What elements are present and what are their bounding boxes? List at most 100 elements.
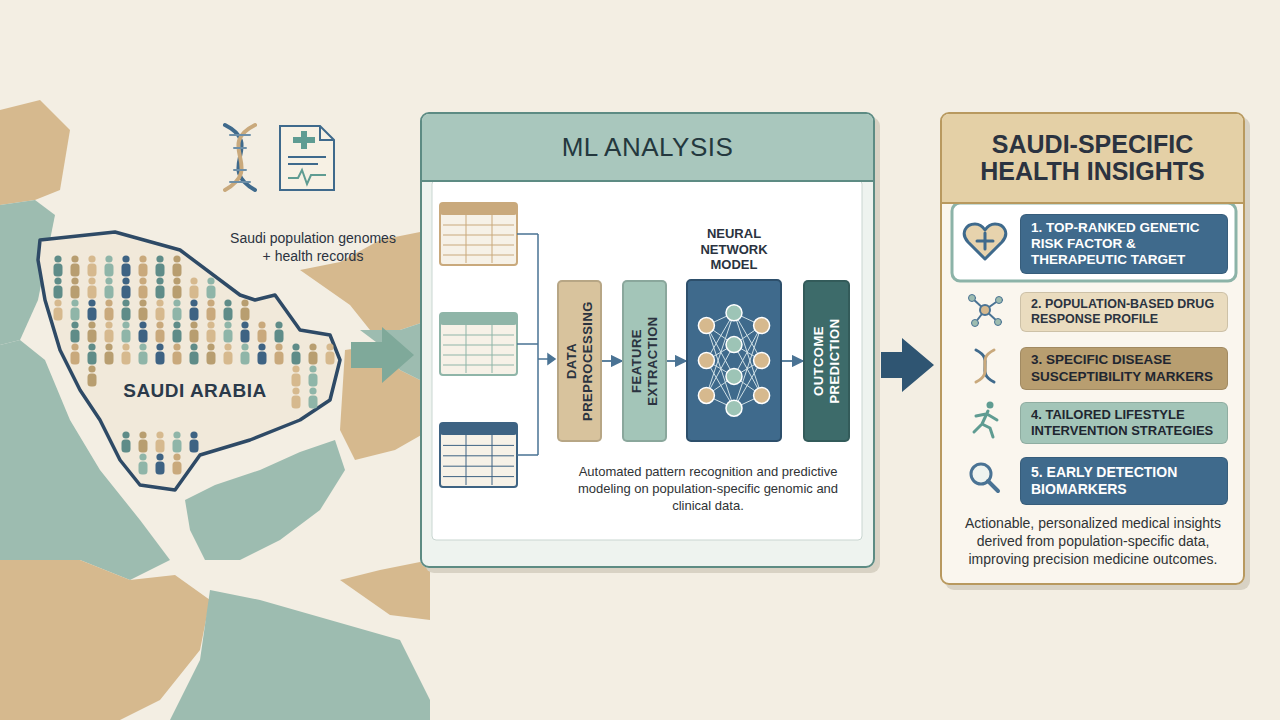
panel-background <box>420 112 875 568</box>
table-header <box>440 313 517 325</box>
person-icon <box>139 453 146 460</box>
map-land <box>185 440 345 560</box>
person-icon <box>190 330 199 343</box>
insight-icons <box>977 233 993 249</box>
insight-item: 2. POPULATION-BASED DRUG RESPONSE PROFIL… <box>1020 292 1228 332</box>
person-icon <box>309 365 316 372</box>
person-icon <box>292 396 301 409</box>
person-icon <box>54 286 63 299</box>
person-icon <box>241 330 250 343</box>
person-icon <box>122 321 129 328</box>
person-icon <box>224 343 231 350</box>
person-icon <box>190 286 199 299</box>
person-icon <box>292 343 299 350</box>
person-icon <box>54 264 63 277</box>
panel-background <box>425 117 880 573</box>
map-region: SAUDI ARABIA <box>30 228 345 500</box>
person-icon <box>173 431 180 438</box>
insights-panel: SAUDI-SPECIFIC HEALTH INSIGHTSActionable… <box>940 112 1245 585</box>
person-icon <box>173 277 180 284</box>
person-icon <box>292 352 301 365</box>
record-icon <box>288 157 326 164</box>
person-icon <box>224 299 231 306</box>
table-rule <box>443 455 514 456</box>
dna-icon <box>225 125 255 190</box>
insight-text: 5. EARLY DETECTION BIOMARKERS <box>1031 464 1217 498</box>
person-icon <box>71 321 78 328</box>
map-land <box>0 560 210 720</box>
table-rule <box>443 476 514 477</box>
table-rule <box>492 325 493 373</box>
person-icon <box>190 299 197 306</box>
table-rule <box>443 466 514 467</box>
person-icon <box>122 299 129 306</box>
person-icon <box>190 277 197 284</box>
person-icon <box>156 277 163 284</box>
dna-icon <box>225 125 255 190</box>
person-icon <box>71 308 80 321</box>
person-icon <box>122 308 131 321</box>
insight-icons <box>974 411 997 437</box>
person-icon <box>207 308 216 321</box>
record-icon <box>288 170 326 184</box>
panel-caption: Automated pattern recognition and predic… <box>562 464 854 515</box>
person-icon <box>139 286 148 299</box>
person-icon <box>139 255 146 262</box>
person-icon <box>173 330 182 343</box>
person-icon <box>275 352 284 365</box>
person-icon <box>258 352 267 365</box>
person-icon <box>122 431 129 438</box>
table-wire <box>517 234 548 455</box>
person-icon <box>88 299 95 306</box>
data-table-icon <box>440 203 517 487</box>
insight-text: 3. SPECIFIC DISEASE SUSCEPTIBILITY MARKE… <box>1031 352 1217 384</box>
person-icon <box>88 277 95 284</box>
person-icon <box>105 343 112 350</box>
person-icon <box>156 440 165 453</box>
insight-icons <box>996 297 1003 304</box>
person-icon <box>122 286 131 299</box>
person-icon <box>88 343 95 350</box>
network-node <box>698 318 714 334</box>
table-rule <box>492 215 493 263</box>
person-icon <box>71 286 80 299</box>
person-icon <box>207 330 216 343</box>
person-icon <box>156 255 163 262</box>
table-rule <box>443 365 514 366</box>
person-icon <box>139 462 148 475</box>
person-icon <box>88 365 95 372</box>
insight-icons <box>972 320 979 327</box>
person-icon <box>71 277 78 284</box>
insight-icons <box>988 481 998 491</box>
person-icon <box>224 352 233 365</box>
person-icon <box>173 462 182 475</box>
process-box: FEATURE EXTRACTION <box>622 280 667 442</box>
table-rule <box>443 345 514 346</box>
person-icon <box>173 299 180 306</box>
network-node <box>754 318 770 334</box>
region-label: SAUDI ARABIA <box>110 380 280 402</box>
network-node <box>726 305 742 321</box>
flow-arrow <box>602 360 622 362</box>
process-label: OUTCOME PREDICTION <box>811 286 842 436</box>
record-icon <box>293 131 315 149</box>
person-icon <box>173 343 180 350</box>
person-icon <box>309 387 316 394</box>
person-icon <box>139 352 148 365</box>
panel-header: SAUDI-SPECIFIC HEALTH INSIGHTS <box>942 114 1243 204</box>
process-box: OUTCOME PREDICTION <box>803 280 850 442</box>
person-icon <box>156 264 165 277</box>
person-icon <box>139 321 146 328</box>
person-icon <box>88 321 95 328</box>
person-icon <box>156 286 165 299</box>
person-icon <box>139 277 146 284</box>
person-icon <box>71 299 78 306</box>
person-icon <box>173 352 182 365</box>
country-outline <box>38 232 340 490</box>
process-label: FEATURE EXTRACTION <box>629 286 660 436</box>
person-icon <box>207 286 216 299</box>
insight-icons <box>980 305 990 315</box>
process-label: DATA PREPROCESSING <box>564 286 595 436</box>
person-icon <box>156 352 165 365</box>
